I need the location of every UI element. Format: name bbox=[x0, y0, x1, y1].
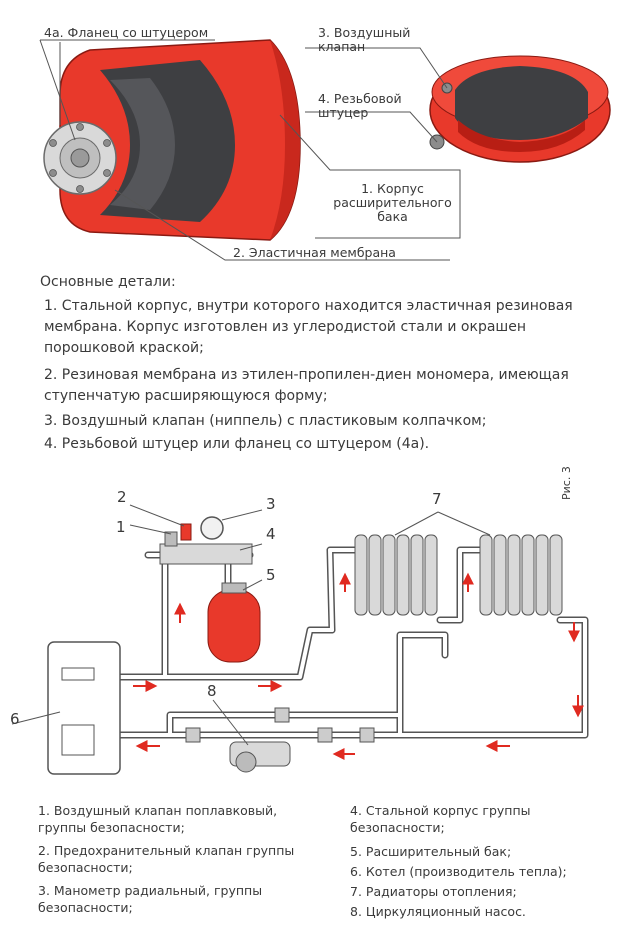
scheme-number-1: 1 bbox=[116, 518, 126, 536]
radiator-left bbox=[354, 534, 438, 616]
scheme-number-3: 3 bbox=[266, 495, 276, 513]
expansion-tank bbox=[207, 582, 261, 663]
tank-illustration bbox=[39, 39, 611, 261]
label-body: 1. Корпус расширительного бака bbox=[333, 181, 452, 224]
legend-right-7: 7. Радиаторы отопления; bbox=[350, 884, 517, 899]
legend-left-2: 2. Предохранительный клапан группы безоп… bbox=[38, 843, 295, 875]
label-threaded-fitting: 4. Резьбовой штуцер bbox=[318, 91, 402, 120]
circulation-pump bbox=[229, 741, 291, 773]
scheme-number-5: 5 bbox=[266, 566, 276, 584]
parts-item-1: 1. Стальной корпус, внутри которого нахо… bbox=[44, 298, 573, 356]
scheme-number-4: 4 bbox=[266, 525, 276, 543]
legend-right-8: 8. Циркуляционный насос. bbox=[350, 904, 526, 919]
valve bbox=[185, 727, 201, 743]
figure-label: Рис. 3 bbox=[560, 466, 573, 500]
filter bbox=[317, 727, 333, 743]
legend-right-6: 6. Котел (производитель тепла); bbox=[350, 864, 567, 879]
parts-title: Основные детали: bbox=[40, 274, 176, 290]
scheme-number-7: 7 bbox=[432, 490, 442, 508]
parts-item-3: 3. Воздушный клапан (ниппель) с пластико… bbox=[44, 413, 487, 429]
parts-item-4: 4. Резьбовой штуцер или фланец со штуцер… bbox=[44, 436, 430, 452]
flow-arrows bbox=[133, 572, 584, 760]
safety-group bbox=[159, 516, 253, 565]
label-flange: 4а. Фланец со штуцером bbox=[44, 25, 209, 40]
valve bbox=[359, 727, 375, 743]
heating-scheme bbox=[11, 504, 589, 775]
tank-main bbox=[43, 39, 301, 241]
parts-item-2: 2. Резиновая мембрана из этилен-пропилен… bbox=[44, 367, 569, 404]
tank-flat bbox=[429, 55, 611, 163]
scheme-number-2: 2 bbox=[117, 488, 127, 506]
label-membrane: 2. Эластичная мембрана bbox=[233, 245, 396, 260]
label-air-valve: 3. Воздушный клапан bbox=[318, 25, 411, 54]
radiator-right bbox=[479, 534, 563, 616]
bypass-valve bbox=[274, 707, 290, 723]
legend-left-3: 3. Манометр радиальный, группы безопасно… bbox=[38, 883, 263, 915]
legend-right-4: 4. Стальной корпус группы безопасности; bbox=[350, 803, 531, 835]
legend-left-1: 1. Воздушный клапан поплавковый, группы … bbox=[38, 803, 278, 835]
scheme-number-6: 6 bbox=[10, 710, 20, 728]
scheme-number-8: 8 bbox=[207, 682, 217, 700]
boiler bbox=[47, 641, 121, 775]
legend-right-5: 5. Расширительный бак; bbox=[350, 844, 512, 859]
